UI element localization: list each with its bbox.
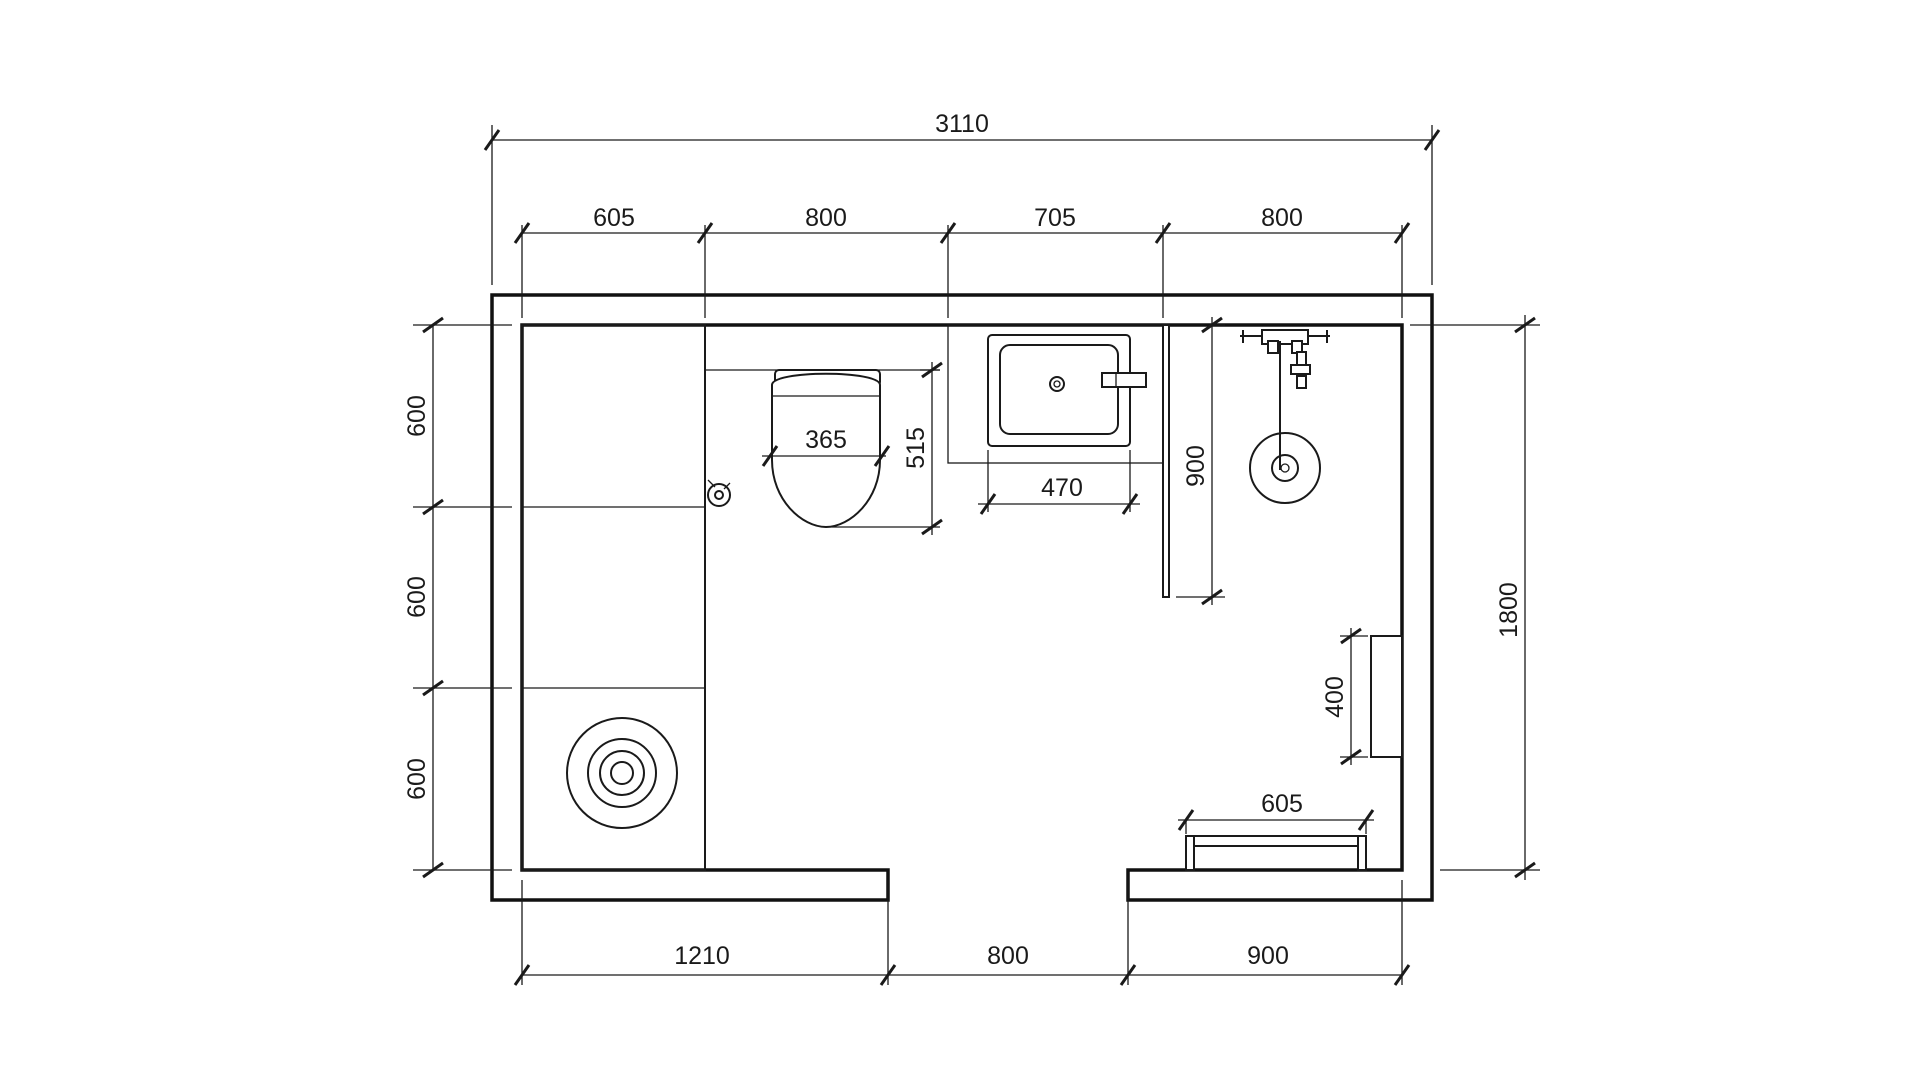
dim-top-segment-4: 800 xyxy=(1261,204,1303,232)
dim-top-segment-1: 605 xyxy=(593,204,635,232)
radiator xyxy=(1370,635,1403,758)
dim-bottom-segment-2: 800 xyxy=(987,942,1029,970)
shower-mixer-icon xyxy=(1240,329,1330,470)
extension-lines xyxy=(413,125,1540,985)
dim-towel-rail-label: 605 xyxy=(1261,790,1303,818)
sink-icon xyxy=(947,324,1164,464)
left-storage xyxy=(521,324,706,871)
dim-top-segment-3: 705 xyxy=(1034,204,1076,232)
dim-top-segment-2: 800 xyxy=(805,204,847,232)
dim-overall-depth xyxy=(1514,315,1536,880)
dim-bottom-segment-1: 1210 xyxy=(674,942,730,970)
shower-head-icon xyxy=(1249,432,1321,504)
dim-shower-screen-label: 900 xyxy=(1182,445,1210,487)
dim-radiator-label: 400 xyxy=(1321,676,1349,718)
dim-left-chain xyxy=(422,316,444,879)
dim-towel-rail xyxy=(1177,809,1375,831)
dim-bottom-chain xyxy=(513,964,1411,986)
dim-bottom-segment-3: 900 xyxy=(1247,942,1289,970)
toilet-icon xyxy=(705,369,940,529)
dim-sink-width xyxy=(978,493,1140,515)
dim-radiator xyxy=(1340,627,1362,766)
towel-rail-icon xyxy=(1185,835,1367,871)
dim-toilet-depth xyxy=(921,361,943,536)
dim-overall-width-label: 3110 xyxy=(935,110,989,138)
dim-toilet-depth-label: 515 xyxy=(902,427,930,469)
washing-machine-icon xyxy=(566,717,678,829)
dim-toilet-width xyxy=(761,445,891,467)
dim-left-segment-1: 600 xyxy=(403,395,431,437)
dim-left-segment-3: 600 xyxy=(403,758,431,800)
dim-overall-width xyxy=(483,129,1441,151)
dim-shower-screen xyxy=(1201,316,1223,606)
dim-toilet-width-label: 365 xyxy=(805,426,847,454)
dim-top-chain xyxy=(513,222,1411,244)
toilet-paper-holder-icon xyxy=(707,479,731,507)
dim-sink-width-label: 470 xyxy=(1041,474,1083,502)
shower-screen xyxy=(1162,324,1170,598)
dim-overall-depth-label: 1800 xyxy=(1495,582,1523,638)
dim-left-segment-2: 600 xyxy=(403,576,431,618)
